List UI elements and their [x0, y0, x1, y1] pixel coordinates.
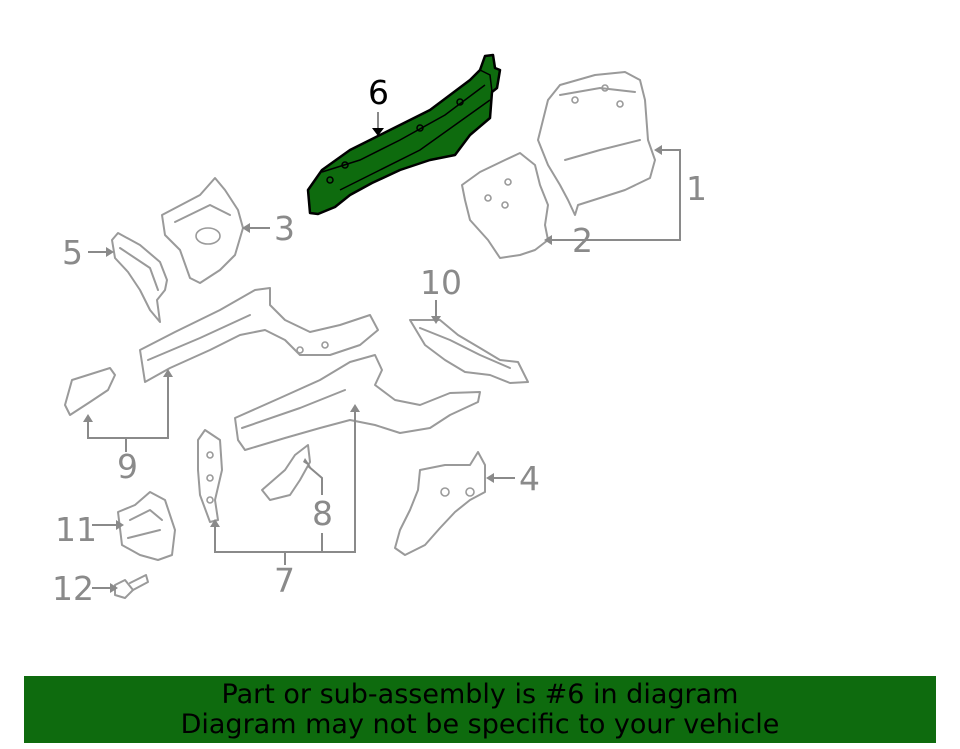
part-5 [111, 232, 168, 323]
callout-3: 3 [274, 209, 295, 248]
callout-11: 11 [55, 510, 97, 549]
footer-line-1: Part or sub-assembly is #6 in diagram [221, 679, 739, 710]
arrowheads [83, 128, 662, 593]
part-6-highlighted [306, 53, 502, 216]
callout-5: 5 [62, 233, 83, 272]
footer-line-2: Diagram may not be specific to your vehi… [180, 709, 780, 740]
part-11 [117, 491, 176, 561]
callout-1: 1 [686, 169, 707, 208]
parts-diagram: 6 1 2 3 5 10 9 4 8 11 7 12 [52, 53, 707, 608]
callout-7: 7 [274, 561, 295, 600]
part-12 [114, 574, 149, 599]
callout-10: 10 [420, 263, 462, 302]
part-7-rail [234, 354, 481, 451]
part-7-bracket [197, 429, 223, 523]
part-8 [261, 444, 311, 501]
leader-lines [87, 112, 681, 589]
part-1 [537, 71, 656, 216]
footer-banner: Part or sub-assembly is #6 in diagram Di… [24, 676, 936, 743]
part-9-bracket [64, 367, 116, 416]
callout-8: 8 [312, 494, 333, 533]
part-2 [461, 152, 549, 259]
part-9-rail [139, 287, 379, 383]
callout-4: 4 [519, 459, 540, 498]
part-3 [161, 177, 244, 284]
callout-6: 6 [368, 73, 389, 112]
part-4 [394, 451, 486, 556]
callout-9: 9 [117, 447, 138, 486]
part-10 [409, 319, 529, 384]
callout-2: 2 [572, 221, 593, 260]
callout-12: 12 [52, 569, 94, 608]
callout-numbers: 6 1 2 3 5 10 9 4 8 11 7 12 [52, 73, 707, 608]
